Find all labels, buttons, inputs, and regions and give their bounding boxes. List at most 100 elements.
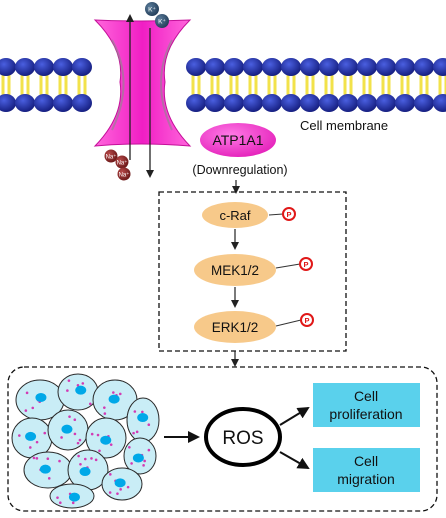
- cell-granule: [43, 431, 47, 435]
- cell-granule: [116, 492, 119, 495]
- mek-label: MEK1/2: [211, 263, 259, 278]
- lipid-head: [15, 58, 35, 76]
- cell-granule: [83, 457, 87, 461]
- lipid-head: [338, 94, 358, 112]
- cell-granule: [103, 412, 107, 415]
- phospho-link: [268, 213, 284, 216]
- cell-granule: [77, 454, 80, 458]
- cell-granule: [126, 485, 130, 489]
- lipid-head: [376, 94, 396, 112]
- lipid-head: [243, 94, 263, 112]
- cell-nucleus: [114, 478, 126, 488]
- ros-node: ROS: [204, 407, 282, 467]
- cell-granule: [141, 410, 144, 414]
- k-ion-label: K⁺: [158, 19, 166, 26]
- cell-granule: [35, 457, 39, 460]
- cell-granule: [67, 379, 71, 382]
- lipid-head: [281, 94, 301, 112]
- cell-granule: [90, 457, 93, 460]
- cell-granule: [96, 433, 100, 437]
- sodium-ions: Na⁺ Na⁺ Na⁺: [104, 149, 131, 181]
- lipid-head: [414, 58, 434, 76]
- phospho-label: P: [303, 260, 308, 269]
- atp1a1-channel: [93, 19, 192, 147]
- phospho-link: [275, 319, 302, 327]
- phospho-link: [275, 263, 301, 269]
- cell-granule: [66, 389, 69, 392]
- cell-nucleus: [25, 431, 37, 441]
- cell-granule: [81, 382, 85, 385]
- arrow-ros-to-migration: [279, 451, 310, 469]
- phospho-badge: P: [282, 207, 296, 221]
- c-raf-label: c-Raf: [219, 208, 250, 223]
- mek-node: MEK1/2: [194, 254, 276, 286]
- cell-nucleus: [79, 467, 91, 477]
- cell-granule: [25, 391, 29, 395]
- cell-granule: [132, 431, 135, 435]
- proliferation-line1: Cell: [354, 388, 378, 404]
- lipid-head: [395, 58, 415, 76]
- lipid-head: [262, 94, 282, 112]
- atp1a1-label: ATP1A1: [212, 132, 263, 148]
- cell-granule: [76, 384, 80, 387]
- cell-granule: [32, 456, 36, 460]
- potassium-ions: K⁺ K⁺: [145, 2, 169, 28]
- proliferation-box: Cell proliferation: [313, 383, 420, 427]
- na-ion: [115, 155, 129, 169]
- lipid-head: [376, 58, 396, 76]
- lipid-head: [15, 94, 35, 112]
- lipid-head: [205, 58, 225, 76]
- cell-granule: [31, 406, 35, 410]
- lipid-head: [414, 94, 434, 112]
- lipid-head: [53, 94, 73, 112]
- cell-nucleus: [75, 385, 87, 395]
- k-ion: [155, 14, 169, 28]
- cell-granule: [108, 491, 112, 494]
- cell-granule: [90, 432, 94, 436]
- ros-label: ROS: [222, 428, 263, 449]
- cell-granule: [147, 423, 151, 427]
- cell-granule: [18, 434, 21, 437]
- cell-granule: [24, 409, 28, 412]
- cell-granule: [88, 402, 92, 406]
- lipid-head: [262, 58, 282, 76]
- cell-granule: [135, 430, 139, 434]
- na-ion: [117, 167, 131, 181]
- erk-label: ERK1/2: [212, 320, 259, 335]
- cell-granule: [119, 488, 122, 491]
- cell-granule: [76, 441, 80, 445]
- cell-nucleus: [108, 394, 120, 404]
- na-ion-label: Na⁺: [106, 154, 117, 161]
- lipid-head: [186, 94, 206, 112]
- cell-granule: [109, 473, 112, 476]
- migration-box: Cell migration: [313, 448, 420, 492]
- lipid-head: [433, 94, 446, 112]
- na-ion-label: Na⁺: [117, 160, 128, 167]
- na-ion-label: Na⁺: [119, 172, 130, 179]
- cell-granule: [142, 464, 145, 467]
- cell-granule: [28, 446, 32, 449]
- lipid-head: [224, 94, 244, 112]
- lipid-head: [53, 58, 73, 76]
- lipid-head: [72, 94, 92, 112]
- lipid-head: [281, 58, 301, 76]
- k-ion-label: K⁺: [148, 7, 156, 14]
- lipid-head: [243, 58, 263, 76]
- cell-granule: [58, 459, 61, 463]
- cell-granule: [94, 458, 98, 462]
- cell-granule: [98, 449, 101, 453]
- cell-granule: [71, 501, 75, 505]
- cell-granule: [73, 418, 77, 421]
- lipid-head: [205, 94, 225, 112]
- phospho-badge: P: [300, 313, 314, 327]
- lipid-head: [72, 58, 92, 76]
- phospho-label: P: [286, 210, 291, 219]
- lipid-head: [433, 58, 446, 76]
- cell-nucleus: [68, 492, 80, 502]
- lipid-head: [357, 94, 377, 112]
- lipid-head: [338, 58, 358, 76]
- downregulation-label: (Downregulation): [192, 163, 287, 177]
- lipid-head: [186, 58, 206, 76]
- c-raf-node: c-Raf: [202, 202, 268, 228]
